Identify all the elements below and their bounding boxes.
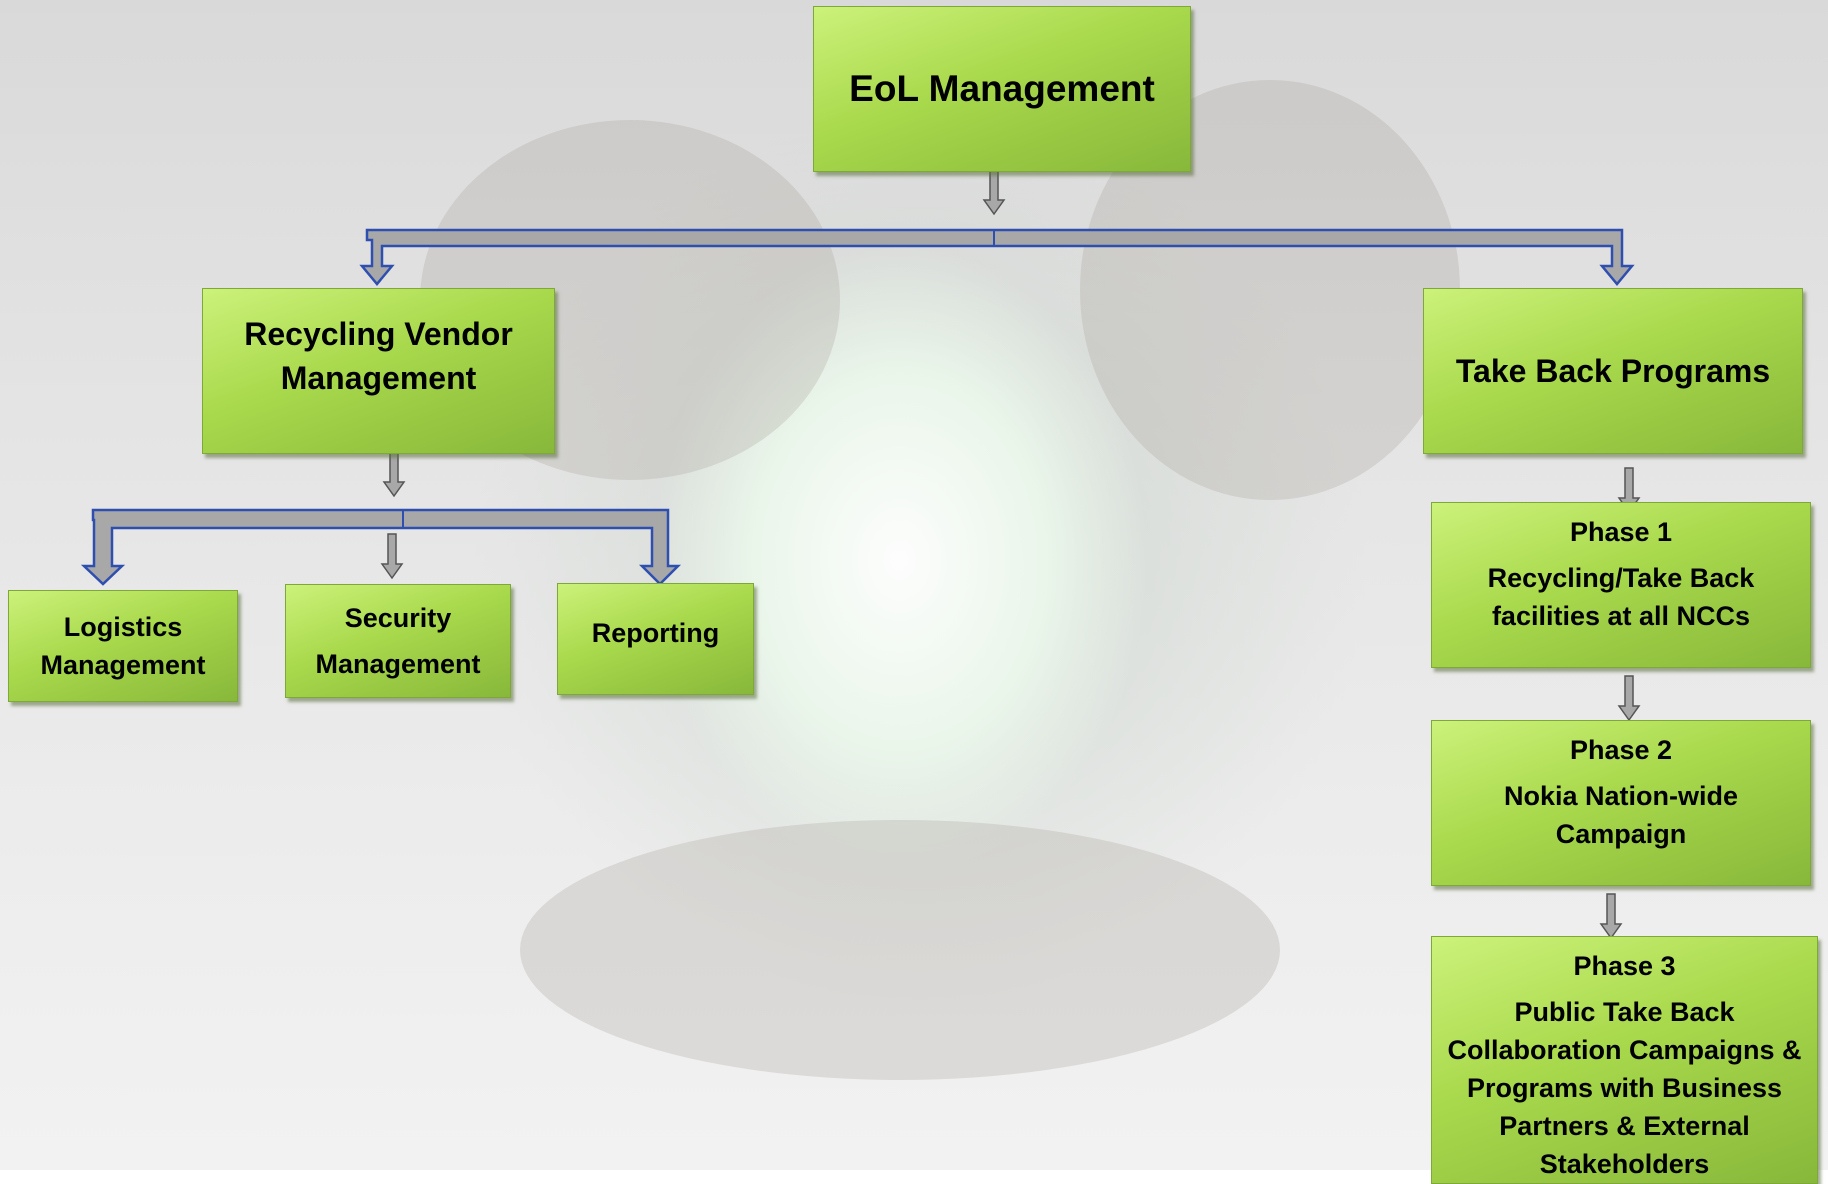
phase-3-title: Phase 3 bbox=[1573, 951, 1676, 981]
phase-3-line: Stakeholders bbox=[1539, 1149, 1710, 1179]
arrow-root-down bbox=[983, 169, 1005, 215]
arrow-to-phase-2 bbox=[1618, 675, 1640, 721]
node-eol-management-label: EoL Management bbox=[849, 68, 1155, 109]
phase-3-line: Public Take Back bbox=[1514, 997, 1735, 1027]
arrow-to-security bbox=[381, 533, 403, 579]
phase-1-line: facilities at all NCCs bbox=[1491, 601, 1751, 631]
node-logistics-label-line2: Management bbox=[40, 650, 206, 680]
node-reporting-label: Reporting bbox=[591, 617, 720, 648]
node-phase-2: Phase 2 Nokia Nation-wide Campaign bbox=[1431, 720, 1811, 886]
phase-2-line: Nokia Nation-wide bbox=[1503, 781, 1739, 811]
phase-3-line: Partners & External bbox=[1499, 1111, 1750, 1141]
phase-2-line: Campaign bbox=[1555, 819, 1687, 849]
node-logistics-label-line1: Logistics bbox=[63, 612, 183, 642]
bracket-left bbox=[80, 508, 682, 586]
node-take-back-programs: Take Back Programs bbox=[1423, 288, 1803, 454]
node-phase-3: Phase 3 Public Take Back Collaboration C… bbox=[1431, 936, 1818, 1184]
phase-2-title: Phase 2 bbox=[1569, 735, 1673, 765]
node-recycling-vendor-management: Recycling Vendor Management bbox=[202, 288, 555, 454]
phase-3-line: Programs with Business bbox=[1466, 1073, 1783, 1103]
phase-1-line: Recycling/Take Back bbox=[1487, 563, 1755, 593]
node-reporting: Reporting bbox=[557, 583, 754, 695]
arrow-left-branch-down bbox=[383, 451, 405, 497]
phase-3-line: Collaboration Campaigns & bbox=[1447, 1035, 1802, 1065]
node-eol-management: EoL Management bbox=[813, 6, 1191, 172]
phase-1-title: Phase 1 bbox=[1569, 517, 1673, 547]
node-logistics-management: Logistics Management bbox=[8, 590, 238, 702]
node-security-management: Security Management bbox=[285, 584, 511, 698]
node-phase-1: Phase 1 Recycling/Take Back facilities a… bbox=[1431, 502, 1811, 668]
node-security-label-line2: Management bbox=[315, 649, 481, 679]
node-take-back-label: Take Back Programs bbox=[1455, 352, 1771, 389]
bracket-top bbox=[359, 228, 1635, 286]
node-recycling-vendor-label-line2: Management bbox=[280, 360, 477, 396]
node-recycling-vendor-label-line1: Recycling Vendor bbox=[244, 316, 513, 352]
arrow-to-phase-3 bbox=[1600, 893, 1622, 939]
node-security-label-line1: Security bbox=[344, 603, 452, 633]
background-hand-shape bbox=[520, 820, 1280, 1080]
